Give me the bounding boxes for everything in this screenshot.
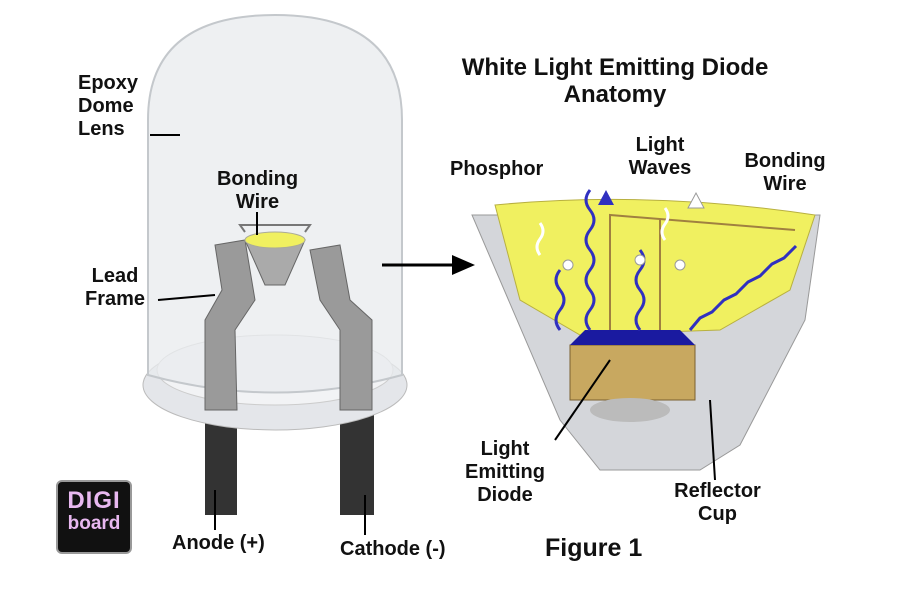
light-waves [554, 189, 798, 331]
label-line: Epoxy [78, 72, 139, 94]
label-cathode: Cathode (-) [340, 538, 446, 560]
arrow-icon [452, 255, 475, 275]
label-epoxy-dome-lens: Epoxy Dome Lens [78, 72, 138, 141]
label-line: Bonding [216, 168, 299, 190]
label-line: Waves [628, 157, 692, 179]
diagram-title: White Light Emitting Diode Anatomy [400, 54, 830, 108]
label-line: Lens [78, 118, 125, 140]
label-line: Diode [477, 484, 533, 506]
label-line: Light [480, 438, 530, 460]
label-reflector-cup: Reflector Cup [655, 480, 780, 526]
label-anode: Anode (+) [172, 532, 265, 554]
logo-line-2: board [67, 513, 121, 534]
label-line: Lead [91, 265, 139, 287]
label-line: Frame [84, 288, 146, 310]
label-line: Emitting [465, 461, 545, 483]
label-line: Light [635, 134, 685, 156]
figure-label: Figure 1 [545, 534, 643, 562]
logo-line-1: DIGI [67, 487, 121, 514]
label-lead-frame: Lead Frame [75, 265, 155, 311]
yellow-phosphor-disc [244, 231, 306, 249]
digiboard-logo: DIGI board [42, 470, 142, 560]
led-die-top [570, 330, 695, 345]
label-bonding-wire-right: Bonding Wire [730, 150, 840, 196]
label-phosphor: Phosphor [450, 158, 544, 180]
label-line: Reflector [674, 480, 761, 502]
label-light-emitting-diode: Light Emitting Diode [455, 438, 555, 507]
lead-frame [204, 239, 256, 411]
title-line-2: Anatomy [563, 81, 667, 108]
title-line-1: White Light Emitting Diode [461, 54, 769, 81]
label-light-waves: Light Waves [610, 134, 710, 180]
label-line: Dome [78, 95, 134, 117]
label-line: Wire [763, 173, 807, 195]
label-bonding-wire-left: Bonding Wire [195, 168, 320, 214]
label-line: Wire [235, 191, 280, 213]
label-line: Bonding [744, 150, 826, 172]
label-line: Cup [698, 503, 737, 525]
chip-icon: DIGI board [56, 480, 132, 554]
